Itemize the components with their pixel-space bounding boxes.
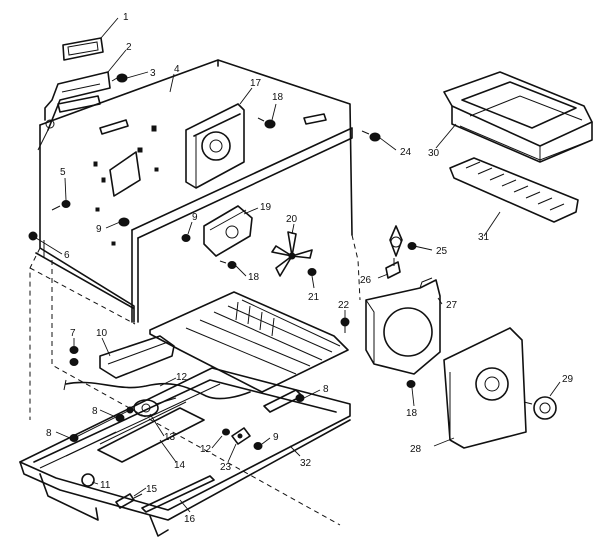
- part-29-fan-motor: [523, 396, 557, 420]
- callout-26: 26: [360, 275, 372, 286]
- part-18-screw-lower: [406, 380, 416, 388]
- callout-18-lower: 18: [406, 408, 418, 419]
- part-1-gasket: [62, 37, 104, 61]
- callout-8-mid: 8: [92, 406, 98, 417]
- callout-labels: 1 2 3 4 5 6 7 8 8 8 9 9 9 10 11 12 12 13…: [46, 12, 574, 525]
- part-17-motor-bracket: [185, 103, 245, 189]
- part-9-screw-lower: [253, 442, 263, 450]
- callout-11: 11: [100, 480, 111, 491]
- callout-1: 1: [123, 12, 129, 23]
- callout-9-center: 9: [192, 212, 198, 223]
- callout-22: 22: [338, 300, 350, 311]
- part-31-ice-tray: [449, 157, 579, 223]
- callout-16: 16: [184, 514, 196, 525]
- callout-18-middle: 18: [248, 272, 260, 283]
- callout-30: 30: [428, 148, 440, 159]
- callout-6: 6: [64, 250, 70, 261]
- part-4-housing: [29, 59, 361, 526]
- callout-14: 14: [174, 460, 186, 471]
- part-27-blower-housing: [365, 277, 441, 375]
- callout-24: 24: [400, 147, 412, 158]
- callout-10: 10: [96, 328, 108, 339]
- callout-9-left: 9: [96, 224, 102, 235]
- callout-2: 2: [126, 42, 132, 53]
- callout-4: 4: [174, 64, 180, 75]
- part-9-screw-center: [181, 234, 191, 242]
- callout-8-left: 8: [46, 428, 52, 439]
- part-20-fan-blade: [271, 231, 313, 277]
- callout-15: 15: [146, 484, 158, 495]
- part-6-clip: [28, 231, 38, 241]
- leader-lines: [35, 17, 561, 513]
- part-7-screw: [69, 346, 79, 366]
- part-16-rail: [141, 475, 215, 513]
- part-12-screw-lower: [222, 428, 230, 436]
- callout-27: 27: [446, 300, 458, 311]
- part-30-ice-bin: [443, 71, 593, 163]
- callout-18-top: 18: [272, 92, 284, 103]
- callout-12-lower: 12: [200, 444, 212, 455]
- part-18-screw-middle: [219, 260, 237, 269]
- callout-17: 17: [250, 78, 262, 89]
- callout-7: 7: [70, 328, 76, 339]
- part-10-drip-tray: [99, 335, 175, 379]
- callout-5: 5: [60, 167, 66, 178]
- part-23-bracket: [231, 427, 251, 445]
- part-24-screw: [361, 130, 381, 142]
- part-22-screw: [340, 317, 350, 333]
- part-18-screw-top: [257, 117, 276, 129]
- callout-9-lower: 9: [273, 432, 279, 443]
- part-19-motor: [203, 205, 253, 257]
- part-15-screw: [115, 493, 143, 509]
- callout-13: 13: [164, 432, 176, 443]
- callout-3: 3: [150, 68, 156, 79]
- part-13-thermostat: [133, 397, 177, 417]
- callout-25: 25: [436, 246, 448, 257]
- part-9-screw-left: [118, 217, 130, 227]
- part-12-wire: [63, 379, 251, 414]
- callout-21: 21: [308, 292, 320, 303]
- part-3-screw: [111, 73, 128, 83]
- part-26-clip: [385, 258, 401, 279]
- part-11-grommet: [81, 473, 95, 487]
- part-28-shroud: [443, 327, 527, 449]
- callout-19: 19: [260, 202, 272, 213]
- callout-23: 23: [220, 462, 232, 473]
- part-5-screw: [51, 200, 71, 211]
- callout-32: 32: [300, 458, 312, 469]
- callout-29: 29: [562, 374, 574, 385]
- callout-28: 28: [410, 444, 422, 455]
- callout-20: 20: [286, 214, 298, 225]
- callout-8-right: 8: [323, 384, 329, 395]
- callout-12-upper: 12: [176, 372, 188, 383]
- part-21-nut: [307, 268, 317, 276]
- part-32-base-pan: [19, 291, 351, 537]
- part-8-screws: [69, 394, 305, 442]
- part-2-bracket: [37, 71, 111, 151]
- callout-31: 31: [478, 232, 490, 243]
- part-25-blower-wheel: [389, 225, 417, 257]
